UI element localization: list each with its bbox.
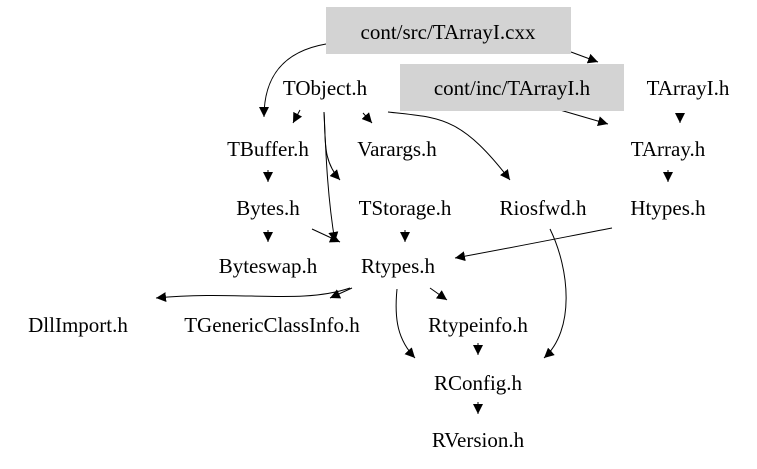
edge-tobject-tstorage <box>323 111 341 181</box>
edge-rtypes-tgenericclassinfo <box>329 287 353 299</box>
node-tstorage[interactable]: TStorage.h <box>359 196 452 220</box>
edge-riosfwd-rconfig <box>543 228 567 359</box>
node-box-inc-h <box>400 64 624 111</box>
node-rtypeinfo[interactable]: Rtypeinfo.h <box>428 313 528 337</box>
node-rtypes[interactable]: Rtypes.h <box>361 254 436 278</box>
node-tarrayi[interactable]: TArrayI.h <box>647 76 730 100</box>
node-rconfig[interactable]: RConfig.h <box>434 371 523 395</box>
edge-src-tarrayi <box>570 51 599 64</box>
node-tbuffer[interactable]: TBuffer.h <box>227 137 309 161</box>
edge-tobject-rtypes <box>323 111 339 243</box>
edge-tobject-varargs <box>361 112 373 124</box>
node-tarray[interactable]: TArray.h <box>631 137 706 161</box>
edge-rtypes-rtypeinfo <box>429 287 448 301</box>
node-rversion[interactable]: RVersion.h <box>432 428 525 452</box>
edge-rtypes-dllimport <box>155 287 351 303</box>
node-box-src-cxx <box>326 7 571 54</box>
edges <box>155 43 685 414</box>
node-htypes[interactable]: Htypes.h <box>630 196 706 220</box>
node-tobject[interactable]: TObject.h <box>283 76 368 100</box>
edge-htypes-rtypes <box>454 227 613 262</box>
node-inc-h[interactable]: cont/inc/TArrayI.h <box>434 76 591 100</box>
node-tgenericclassinfo[interactable]: TGenericClassInfo.h <box>184 313 360 337</box>
node-dllimport[interactable]: DllImport.h <box>28 313 128 337</box>
node-byteswap[interactable]: Byteswap.h <box>219 254 318 278</box>
node-src-cxx[interactable]: cont/src/TArrayI.cxx <box>361 20 536 44</box>
edge-tobject-tbuffer <box>292 109 303 124</box>
edge-tobject-riosfwd <box>387 111 511 181</box>
node-riosfwd[interactable]: Riosfwd.h <box>500 196 587 220</box>
edge-inc-tarray <box>559 109 609 126</box>
edge-rtypes-rconfig <box>395 288 416 359</box>
edge-src-tbuffer <box>259 43 327 118</box>
node-varargs[interactable]: Varargs.h <box>357 137 437 161</box>
nodes: cont/src/TArrayI.cxx cont/inc/TArrayI.h … <box>28 7 730 452</box>
edge-bytes-rtypes <box>311 228 341 243</box>
node-bytes[interactable]: Bytes.h <box>236 196 300 220</box>
